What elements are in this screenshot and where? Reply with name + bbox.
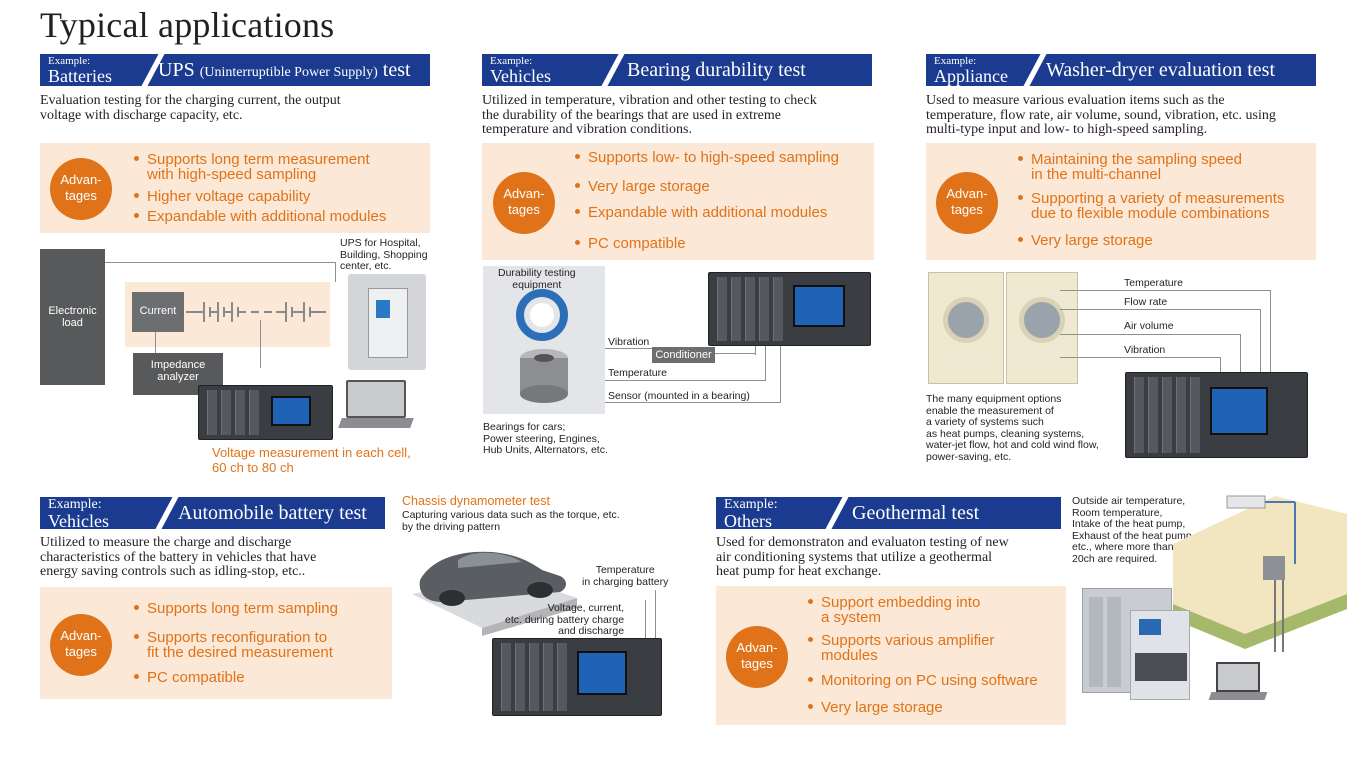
section-title: UPS (Uninterruptible Power Supply) test xyxy=(158,59,411,81)
signal-label: Vibration xyxy=(1124,344,1166,356)
section-description: Evaluation testing for the charging curr… xyxy=(40,93,341,123)
category-label: Appliance xyxy=(934,66,1008,86)
example-label: Example: xyxy=(490,55,533,67)
example-label: Example: xyxy=(724,497,778,512)
advantage-item: Very large storage xyxy=(808,700,943,715)
data-logger-icon xyxy=(198,385,333,440)
section-description: Used to measure various evaluation items… xyxy=(926,93,1276,137)
geothermal-note: Outside air temperature,Room temperature… xyxy=(1072,495,1195,565)
category-label: Batteries xyxy=(48,66,112,86)
advantage-item: Supports low- to high-speed sampling xyxy=(575,150,839,165)
advantage-item: PC compatible xyxy=(575,236,686,251)
section-title: Washer-dryer evaluation test xyxy=(1046,59,1276,81)
laptop-icon xyxy=(346,380,406,418)
section-title: Bearing durability test xyxy=(627,59,806,81)
header-divider xyxy=(599,54,627,86)
section-description: Utilized to measure the charge and disch… xyxy=(40,535,317,579)
header-divider xyxy=(1021,54,1049,86)
example-label: Example: xyxy=(48,497,102,512)
header-divider xyxy=(153,497,181,529)
current-box: Current xyxy=(132,292,184,332)
section-header-bearing: Example: Vehicles Bearing durability tes… xyxy=(482,54,872,86)
category-label: Others xyxy=(724,511,772,529)
page-title: Typical applications xyxy=(40,5,335,45)
bearings-note: Bearings for cars;Power steering, Engine… xyxy=(483,421,608,456)
advantage-item: Expandable with additional modules xyxy=(134,209,386,224)
section-description: Used for demonstraton and evaluaton test… xyxy=(716,535,1009,579)
section-title: Geothermal test xyxy=(852,502,980,524)
advantages-badge: Advan-tages xyxy=(726,626,788,688)
signal-label: Flow rate xyxy=(1124,296,1168,308)
category-label: Vehicles xyxy=(48,511,109,529)
laptop-icon xyxy=(1216,662,1260,692)
advantages-badge: Advan-tages xyxy=(493,172,555,234)
advantages-badge: Advan-tages xyxy=(50,614,112,676)
bearing-cylinder-icon xyxy=(520,349,568,403)
advantages-badge: Advan-tages xyxy=(50,158,112,220)
section-header-auto-battery: Example: Vehicles Automobile battery tes… xyxy=(40,497,385,529)
category-label: Vehicles xyxy=(490,66,551,86)
dryer-icon xyxy=(1006,272,1078,384)
battery-cells-icon xyxy=(186,302,326,322)
advantage-item: Higher voltage capability xyxy=(134,189,310,204)
advantage-item: Supports long term sampling xyxy=(134,601,338,616)
advantage-item: Very large storage xyxy=(575,179,710,194)
section-header-washer: Example: Appliance Washer-dryer evaluati… xyxy=(926,54,1316,86)
sensor-label: Sensor (mounted in a bearing) xyxy=(608,390,750,402)
section-header-geothermal: Example: Others Geothermal test xyxy=(716,497,1061,529)
example-label: Example: xyxy=(48,55,91,67)
header-divider xyxy=(823,497,851,529)
signal-label: Air volume xyxy=(1124,320,1174,332)
advantage-item: PC compatible xyxy=(134,670,245,685)
chassis-description: Capturing various data such as the torqu… xyxy=(402,509,620,533)
data-logger-icon xyxy=(492,638,662,716)
ups-unit-panel xyxy=(348,274,426,370)
voltage-current-note: Voltage, current,etc. during battery cha… xyxy=(505,602,625,637)
chassis-title: Chassis dynamometer test xyxy=(402,494,550,508)
advantage-item: Monitoring on PC using software xyxy=(808,673,1038,688)
advantage-item: Very large storage xyxy=(1018,233,1153,248)
house-geothermal-icon xyxy=(1173,495,1347,652)
section-title: Automobile battery test xyxy=(178,502,367,524)
car-on-dynamometer-icon xyxy=(412,551,577,636)
conditioner-box: Conditioner xyxy=(652,347,715,363)
vibration-label: Vibration xyxy=(608,336,650,348)
voltage-note: Voltage measurement in each cell,60 ch t… xyxy=(212,445,411,475)
temperature-label: Temperature xyxy=(608,367,667,379)
washer-icon xyxy=(928,272,1004,384)
data-logger-icon xyxy=(1125,372,1308,458)
bearing-ring-icon xyxy=(516,289,568,341)
cabinet-icon xyxy=(1130,610,1190,700)
advantage-item: Expandable with additional modules xyxy=(575,205,827,220)
advantages-badge: Advan-tages xyxy=(936,172,998,234)
example-label: Example: xyxy=(934,55,977,67)
data-logger-icon xyxy=(708,272,871,346)
section-header-ups: Example: Batteries UPS (Uninterruptible … xyxy=(40,54,430,86)
section-description: Utilized in temperature, vibration and o… xyxy=(482,93,817,137)
signal-label: Temperature xyxy=(1124,277,1183,289)
